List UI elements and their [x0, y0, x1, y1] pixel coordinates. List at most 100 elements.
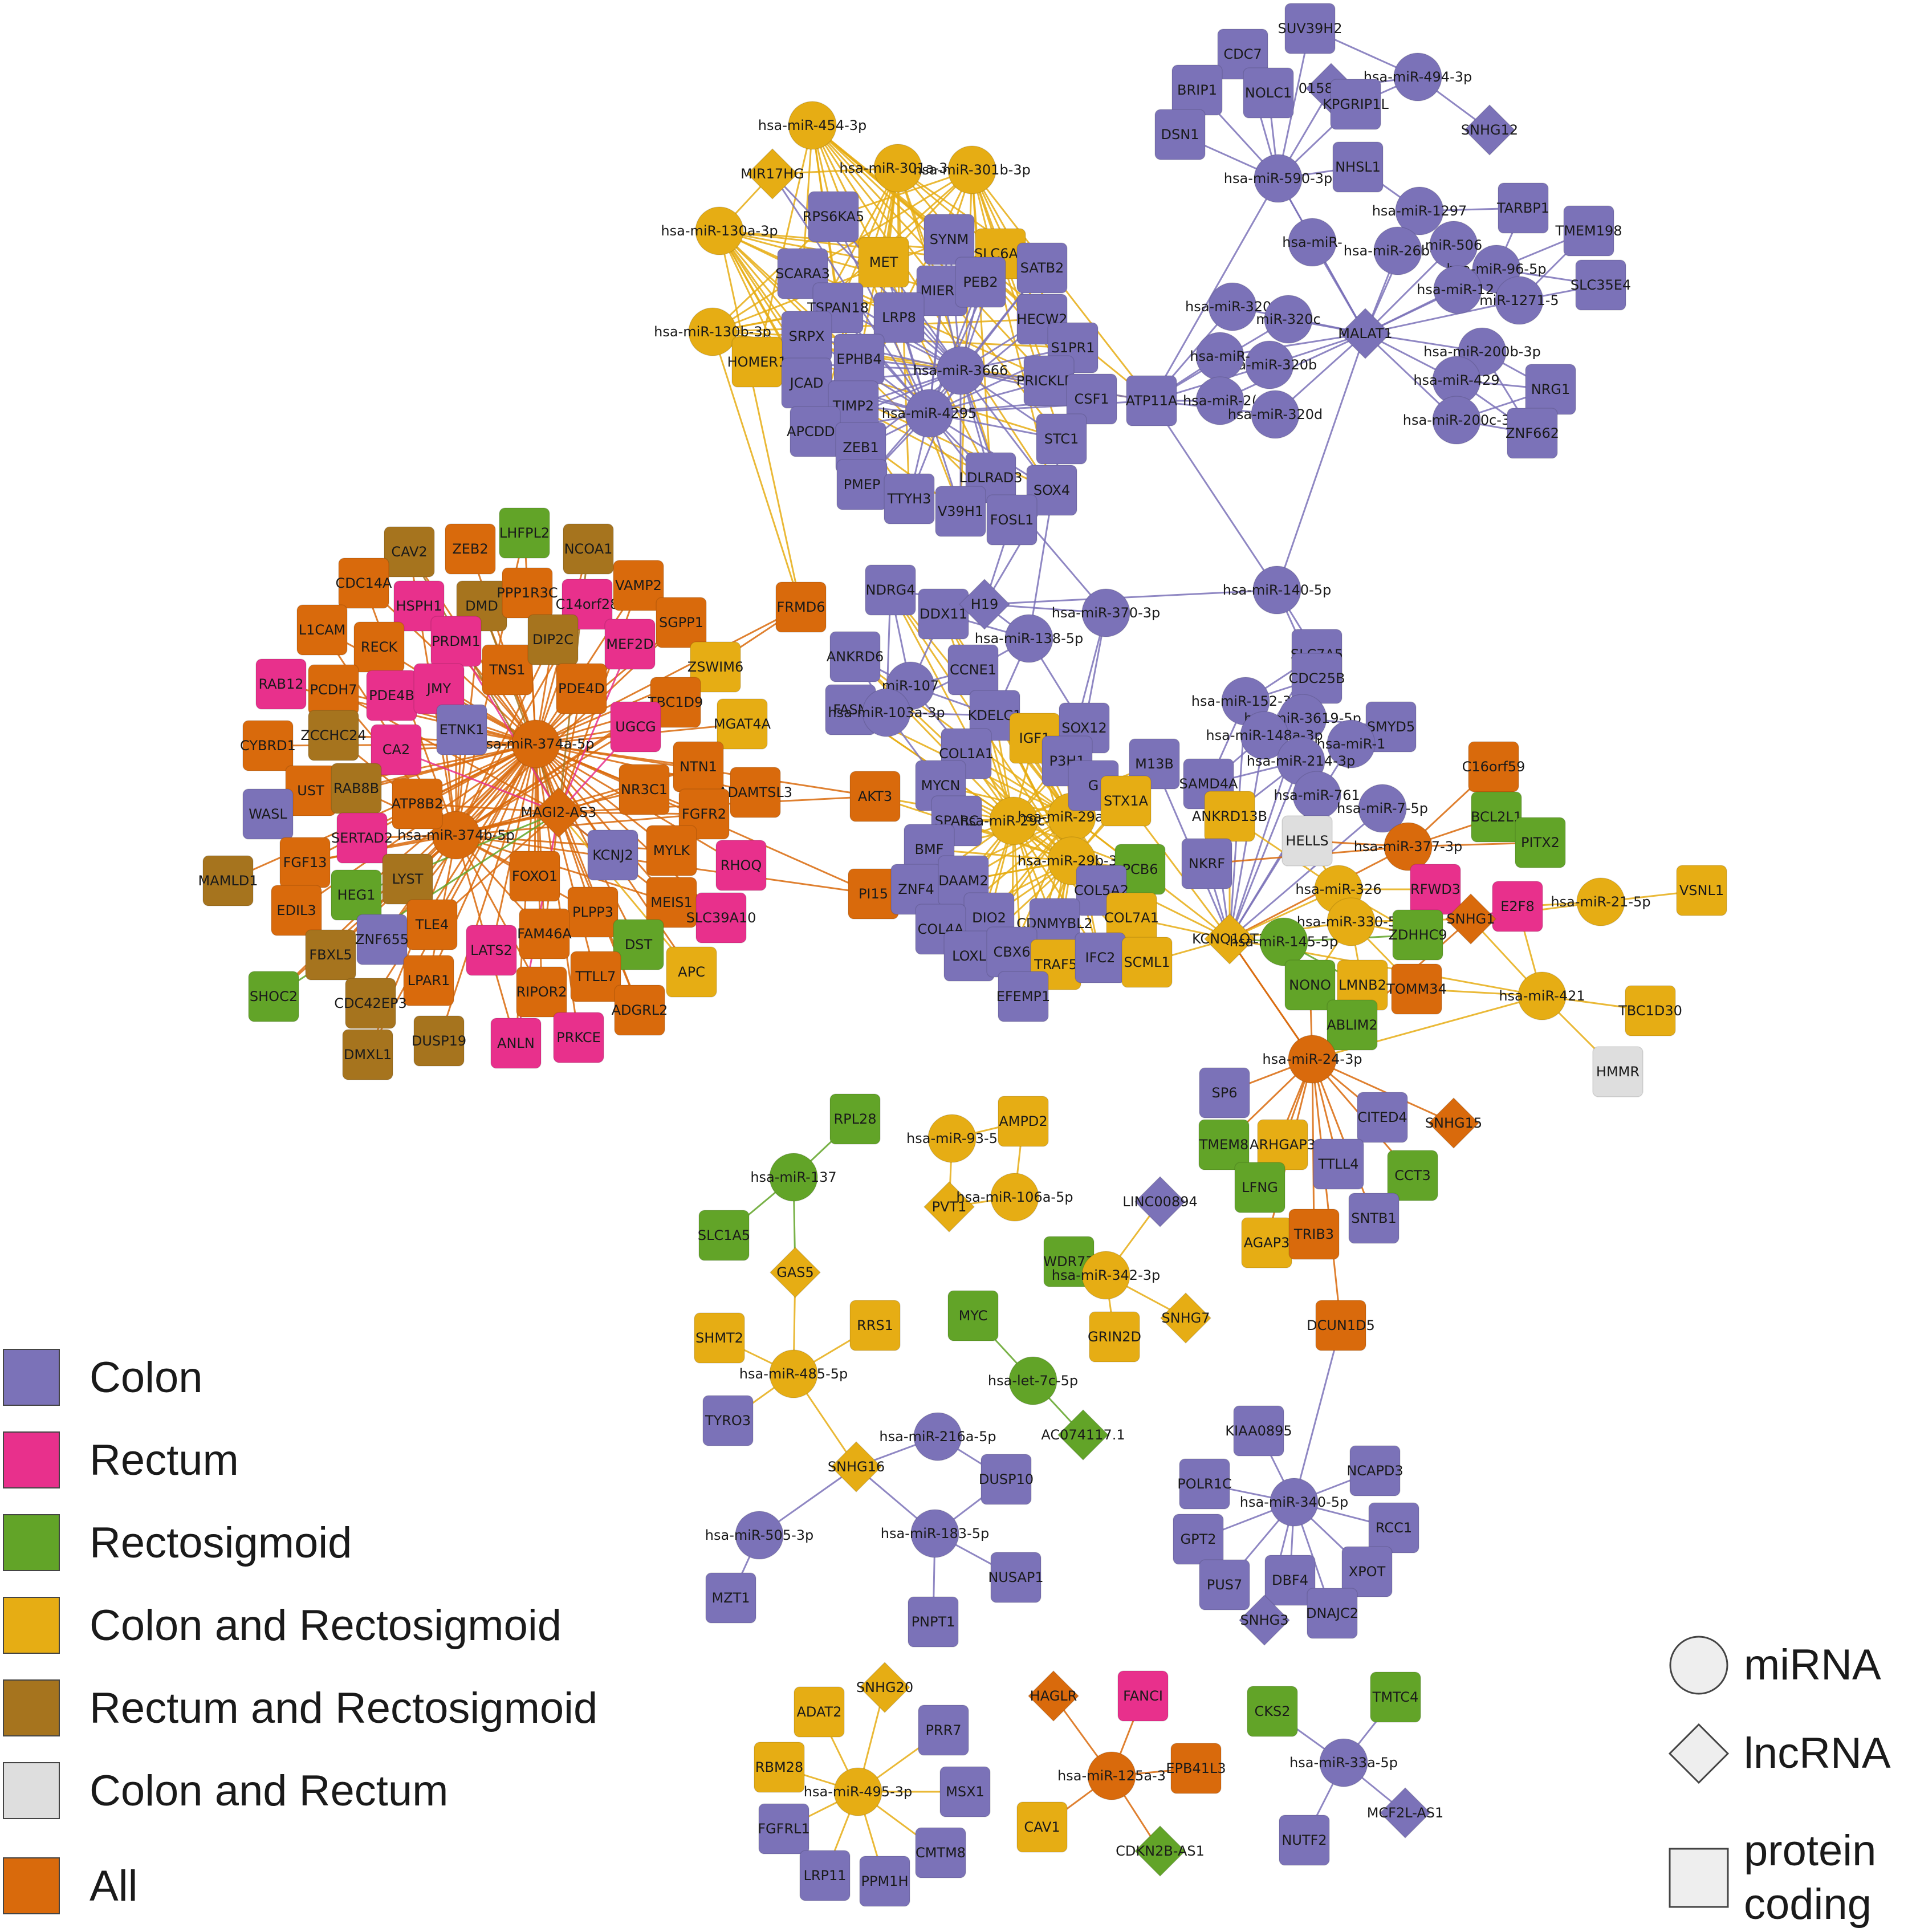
node-wasl[interactable]: WASL [242, 788, 294, 840]
node-sntb1[interactable]: SNTB1 [1348, 1193, 1400, 1244]
node-mir-125a-3p[interactable]: hsa-miR-125a-3 [1057, 1751, 1166, 1800]
node-nrg1[interactable]: NRG1 [1525, 364, 1576, 415]
node-mir-2x[interactable]: hsa-miR-2( [1183, 376, 1257, 425]
node-mir-494-3p[interactable]: hsa-miR-494-3p [1364, 52, 1472, 101]
node-mir-21-5p[interactable]: hsa-miR-21-5p [1551, 877, 1651, 926]
node-prkce[interactable]: PRKCE [553, 1012, 604, 1063]
node-dip2c[interactable]: DIP2C [527, 614, 579, 665]
node-ac074117-1[interactable]: AC074117.1 [1041, 1409, 1125, 1461]
node-vsnl1[interactable]: VSNL1 [1676, 865, 1727, 916]
node-tmem8[interactable]: TMEM8 [1198, 1119, 1250, 1170]
node-sgpp1[interactable]: SGPP1 [656, 597, 707, 648]
node-let-7c-5p[interactable]: hsa-let-7c-5p [988, 1356, 1078, 1405]
node-cdkn2b-as1[interactable]: CDKN2B-AS1 [1116, 1825, 1205, 1877]
node-znf662[interactable]: ZNF662 [1506, 408, 1559, 459]
node-mir-374a-5p[interactable]: hsa-miR-374a-5p [477, 719, 595, 768]
node-rcc1[interactable]: RCC1 [1368, 1502, 1419, 1553]
node-mir-342-3p[interactable]: hsa-miR-342-3p [1052, 1251, 1160, 1300]
node-ddx11[interactable]: DDX11 [918, 588, 969, 640]
node-jmy[interactable]: JMY [413, 663, 465, 714]
node-akt3[interactable]: AKT3 [849, 771, 901, 822]
node-wdr77[interactable]: WDR77 [1043, 1236, 1095, 1287]
node-mir-505-3p[interactable]: hsa-miR-505-3p [705, 1511, 813, 1560]
node-pcdh7[interactable]: PCDH7 [308, 664, 359, 715]
node-mir-454-3p[interactable]: hsa-miR-454-3p [758, 101, 866, 150]
node-fbxl5[interactable]: FBXL5 [305, 929, 356, 981]
node-ablim2[interactable]: ABLIM2 [1327, 999, 1378, 1051]
node-arhgap3[interactable]: ARHGAP3 [1250, 1119, 1316, 1170]
node-dnajc2[interactable]: DNAJC2 [1306, 1588, 1358, 1639]
node-mir-7-5p[interactable]: hsa-miR-7-5p [1337, 784, 1428, 833]
node-slc35e4[interactable]: SLC35E4 [1571, 259, 1631, 311]
node-pmep[interactable]: PMEP [836, 459, 888, 510]
node-lyst[interactable]: LYST [382, 853, 433, 905]
node-l1cam[interactable]: L1CAM [296, 604, 348, 656]
node-mir-130b-3p[interactable]: hsa-miR-130b-3p [654, 307, 771, 356]
node-dmxl1[interactable]: DMXL1 [342, 1029, 393, 1080]
node-lmnb2[interactable]: LMNB2 [1337, 959, 1388, 1011]
node-snhg20[interactable]: SNHG20 [856, 1661, 913, 1714]
node-pcb6[interactable]: PCB6 [1114, 844, 1166, 895]
node-slc1a5[interactable]: SLC1A5 [698, 1210, 750, 1261]
node-ttyh3[interactable]: TTYH3 [884, 473, 935, 524]
node-mir-3666[interactable]: hsa-miR-3666 [913, 346, 1008, 395]
node-ankrd6[interactable]: ANKRD6 [827, 631, 884, 682]
node-tomm34[interactable]: TOMM34 [1386, 963, 1447, 1015]
node-mir-1271-5p[interactable]: miR-1271-5 [1479, 276, 1559, 325]
node-dsn1[interactable]: DSN1 [1154, 109, 1206, 160]
node-mzt1[interactable]: MZT1 [705, 1572, 756, 1624]
node-mir-106a-5p[interactable]: hsa-miR-106a-5p [956, 1173, 1073, 1222]
node-pus7[interactable]: PUS7 [1199, 1559, 1250, 1610]
node-mir-301a-3p[interactable]: hsa-miR-301a-3p [839, 144, 957, 193]
node-adgrl2[interactable]: ADGRL2 [612, 985, 668, 1036]
node-mir-93-5p[interactable]: hsa-miR-93-5 [906, 1114, 998, 1163]
node-mir-24-3p[interactable]: hsa-miR-24-3p [1262, 1035, 1362, 1084]
node-pitx2[interactable]: PITX2 [1515, 817, 1566, 868]
node-anln[interactable]: ANLN [490, 1018, 542, 1069]
node-mir-320c[interactable]: miR-320c [1256, 295, 1321, 344]
node-ust[interactable]: UST [285, 765, 336, 816]
node-prr7[interactable]: PRR7 [918, 1705, 969, 1756]
node-c16orf59[interactable]: C16orf59 [1462, 741, 1525, 792]
node-mir-33a-5p[interactable]: hsa-miR-33a-5p [1289, 1738, 1398, 1787]
node-cdc42ep3[interactable]: CDC42EP3 [334, 978, 407, 1029]
node-snhg1[interactable]: SNHG1 [1445, 893, 1497, 945]
node-polr1c[interactable]: POLR1C [1177, 1458, 1232, 1510]
node-suv39h2[interactable]: SUV39H2 [1278, 3, 1342, 54]
node-mcf2l-as1[interactable]: MCF2L-AS1 [1367, 1787, 1444, 1839]
node-tarbp1[interactable]: TARBP1 [1496, 182, 1549, 234]
node-ntn1[interactable]: NTN1 [673, 741, 724, 792]
node-mir-4295[interactable]: hsa-miR-4295 [882, 389, 977, 438]
node-dcun1d5[interactable]: DCUN1D5 [1307, 1300, 1375, 1351]
node-reck[interactable]: RECK [353, 621, 405, 673]
node-mylk[interactable]: MYLK [646, 825, 697, 876]
node-met[interactable]: MET [858, 237, 909, 288]
node-mir-301b-3p[interactable]: hsa-miR-301b-3p [913, 145, 1031, 194]
node-rbm28[interactable]: RBM28 [754, 1742, 805, 1793]
node-mir-590-3p[interactable]: hsa-miR-590-3p [1224, 154, 1332, 203]
node-rps6ka5[interactable]: RPS6KA5 [803, 191, 865, 242]
node-stx1a[interactable]: STX1A [1100, 775, 1152, 827]
node-lrp11[interactable]: LRP11 [799, 1850, 851, 1901]
node-fosl1[interactable]: FOSL1 [986, 494, 1038, 546]
node-mir-138-5p[interactable]: hsa-miR-138-5p [975, 614, 1083, 663]
node-sox4[interactable]: SOX4 [1026, 465, 1077, 516]
node-haglr[interactable]: HAGLR [1027, 1670, 1080, 1722]
node-rpl28[interactable]: RPL28 [829, 1093, 881, 1145]
node-ampd2[interactable]: AMPD2 [998, 1096, 1049, 1147]
node-nutf2[interactable]: NUTF2 [1279, 1815, 1330, 1866]
node-ttll7[interactable]: TTLL7 [570, 951, 621, 1002]
node-rab8b[interactable]: RAB8B [331, 763, 382, 814]
node-snhg15[interactable]: SNHG15 [1425, 1097, 1482, 1149]
node-col7a1[interactable]: COL7A1 [1104, 892, 1159, 943]
node-agap3[interactable]: AGAP3 [1241, 1217, 1292, 1268]
node-grin2d[interactable]: GRIN2D [1088, 1311, 1141, 1362]
node-nolc1[interactable]: NOLC1 [1243, 67, 1294, 119]
node-mir-140-5p[interactable]: hsa-miR-140-5p [1223, 566, 1331, 615]
node-plpp3[interactable]: PLPP3 [567, 886, 619, 938]
node-edil3[interactable]: EDIL3 [271, 885, 322, 936]
node-rfwd3[interactable]: RFWD3 [1410, 864, 1461, 915]
node-kpgrip1l[interactable]: KPGRIP1L [1323, 79, 1389, 130]
node-kcnj2[interactable]: KCNJ2 [587, 829, 638, 881]
node-lfng[interactable]: LFNG [1234, 1162, 1285, 1213]
